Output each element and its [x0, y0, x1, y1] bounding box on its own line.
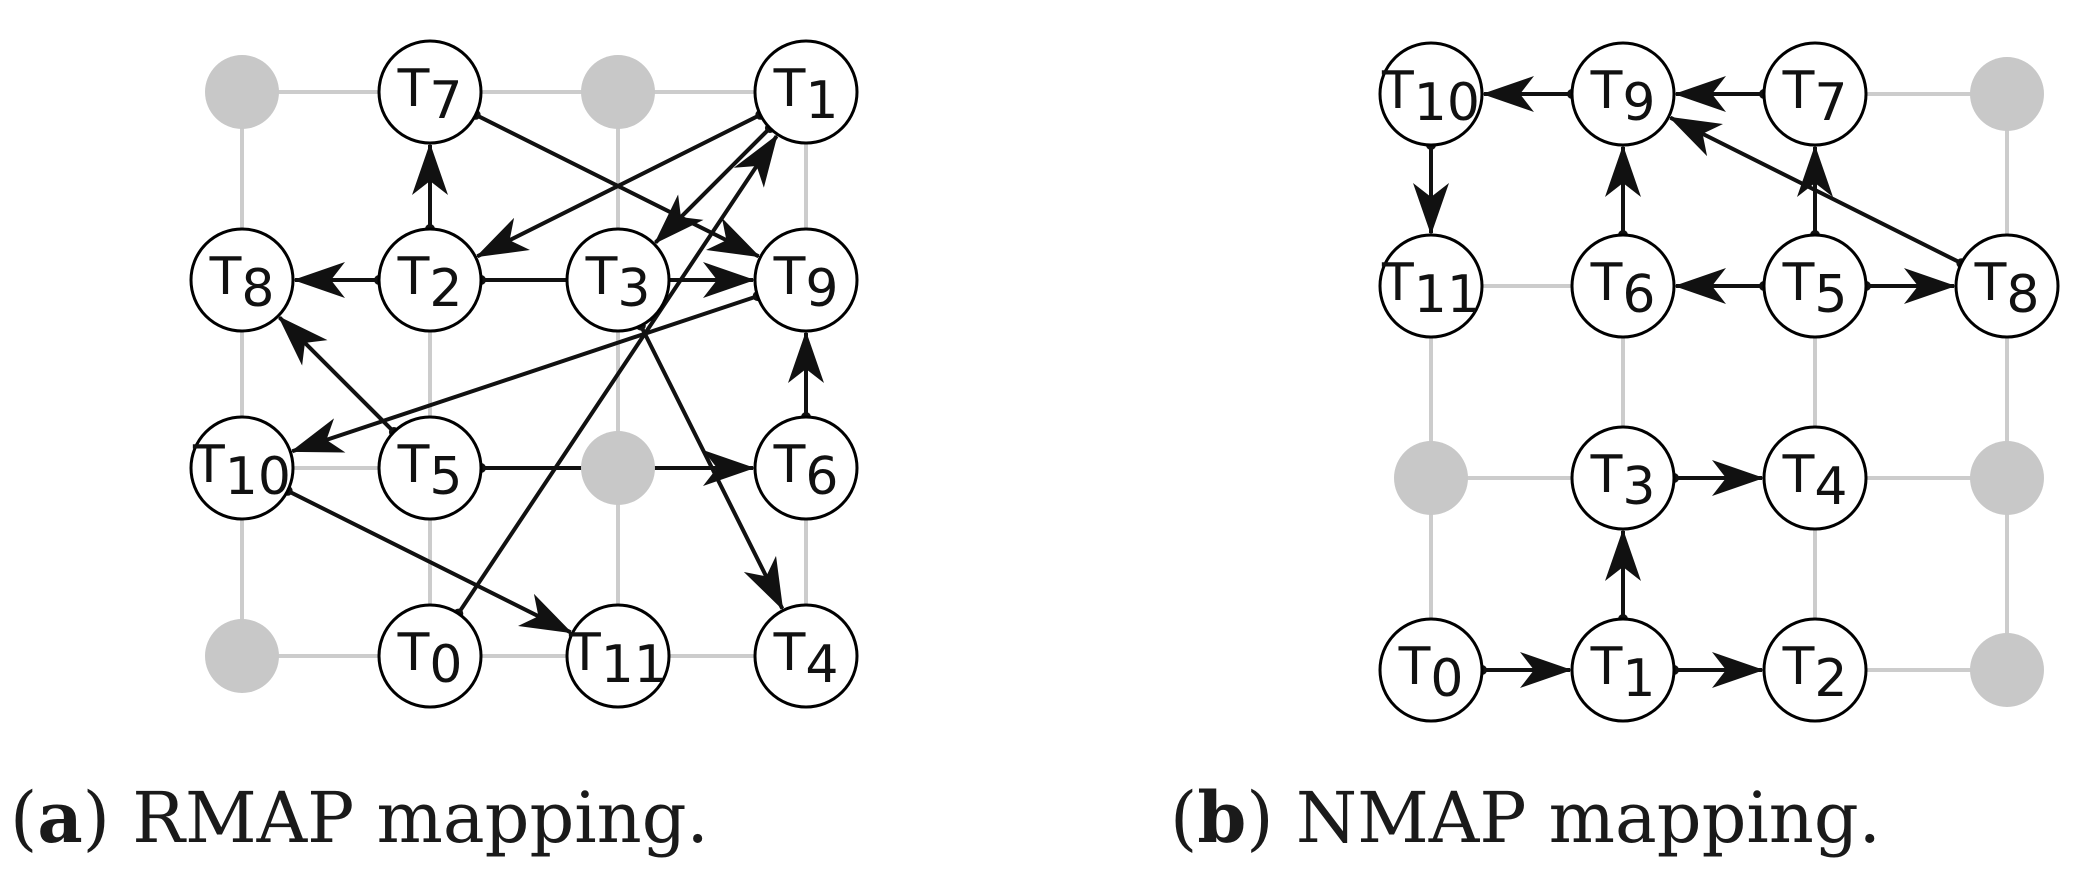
task-label: T3	[585, 247, 651, 319]
task-node-T6: T6	[1570, 233, 1676, 339]
task-node-T2: T2	[1762, 617, 1868, 723]
task-label: T10	[1381, 61, 1480, 133]
task-label: T4	[773, 623, 839, 695]
task-node-T9: T9	[753, 227, 859, 333]
task-node-circle	[189, 415, 295, 521]
task-node-T11: T11	[565, 603, 671, 709]
task-node-T10: T10	[189, 415, 295, 521]
caption-rmap: (a) RMAP mapping.	[10, 776, 709, 859]
task-node-circle	[1762, 41, 1868, 147]
task-node-T0: T0	[377, 603, 483, 709]
task-node-T5: T5	[377, 415, 483, 521]
task-node-T8: T8	[189, 227, 295, 333]
edge-T0-T1	[456, 134, 779, 615]
task-node-circle	[377, 39, 483, 145]
task-node-T6: T6	[753, 415, 859, 521]
task-node-T1: T1	[753, 39, 859, 145]
edge-T5-T8	[278, 316, 396, 434]
empty-tile	[1970, 633, 2044, 707]
task-label: T6	[773, 435, 839, 507]
task-node-circle	[189, 227, 295, 333]
task-node-circle	[1762, 617, 1868, 723]
task-label: T0	[1398, 637, 1464, 709]
task-node-circle	[1570, 41, 1676, 147]
task-node-circle	[753, 603, 859, 709]
edge-T7-T9	[474, 113, 761, 259]
empty-tile	[581, 55, 655, 129]
task-node-T5: T5	[1762, 233, 1868, 339]
task-node-T8: T8	[1954, 233, 2060, 339]
task-edges	[1413, 76, 1967, 688]
task-node-T4: T4	[753, 603, 859, 709]
task-node-circle	[753, 227, 859, 333]
task-node-circle	[377, 415, 483, 521]
task-label: T10	[192, 435, 291, 507]
task-node-T7: T7	[377, 39, 483, 145]
task-node-T10: T10	[1378, 41, 1484, 147]
task-node-T9: T9	[1570, 41, 1676, 147]
task-label: T8	[1974, 253, 2040, 325]
task-node-T0: T0	[1378, 617, 1484, 723]
task-label: T2	[1782, 637, 1848, 709]
task-label: T1	[773, 59, 839, 131]
task-label: T2	[397, 247, 463, 319]
task-label: T11	[568, 623, 667, 695]
task-node-T3: T3	[1570, 425, 1676, 531]
task-node-circle	[1378, 233, 1484, 339]
task-node-circle	[565, 603, 671, 709]
task-label: T5	[1782, 253, 1848, 325]
edge-T10-T11	[286, 489, 573, 635]
task-node-circle	[1762, 425, 1868, 531]
task-node-circle	[753, 39, 859, 145]
task-node-circle	[377, 603, 483, 709]
task-label: T9	[1590, 61, 1656, 133]
task-node-circle	[1954, 233, 2060, 339]
task-label: T7	[1782, 61, 1848, 133]
task-label: T7	[397, 59, 463, 131]
task-node-circle	[753, 415, 859, 521]
edge-T1-T3	[654, 126, 772, 244]
task-node-circle	[1570, 617, 1676, 723]
task-node-circle	[1378, 617, 1484, 723]
task-label: T4	[1782, 445, 1848, 517]
task-node-circle	[1570, 425, 1676, 531]
task-label: T6	[1590, 253, 1656, 325]
task-label: T8	[209, 247, 275, 319]
task-label: T9	[773, 247, 839, 319]
empty-tile	[205, 619, 279, 693]
task-label: T0	[397, 623, 463, 695]
task-label: T5	[397, 435, 463, 507]
empty-tile	[581, 431, 655, 505]
task-node-T7: T7	[1762, 41, 1868, 147]
task-node-T2: T2	[377, 227, 483, 333]
task-node-circle	[1378, 41, 1484, 147]
task-node-circle	[1570, 233, 1676, 339]
mesh-grid	[1429, 92, 2009, 672]
task-node-circle	[565, 227, 671, 333]
task-node-circle	[377, 227, 483, 333]
task-node-T1: T1	[1570, 617, 1676, 723]
empty-tile	[1970, 57, 2044, 131]
empty-tile	[1394, 441, 1468, 515]
task-node-T11: T11	[1378, 233, 1484, 339]
task-node-circle	[1762, 233, 1868, 339]
task-node-T4: T4	[1762, 425, 1868, 531]
edge-T8-T9	[1668, 115, 1963, 265]
task-label: T1	[1590, 637, 1656, 709]
caption-nmap: (b) NMAP mapping.	[1170, 776, 1881, 859]
edge-T9-T10	[290, 294, 759, 454]
task-edges	[278, 109, 824, 635]
task-label: T11	[1381, 253, 1480, 325]
task-node-T3: T3	[565, 227, 671, 333]
empty-tile	[205, 55, 279, 129]
task-label: T3	[1590, 445, 1656, 517]
empty-tile	[1970, 441, 2044, 515]
